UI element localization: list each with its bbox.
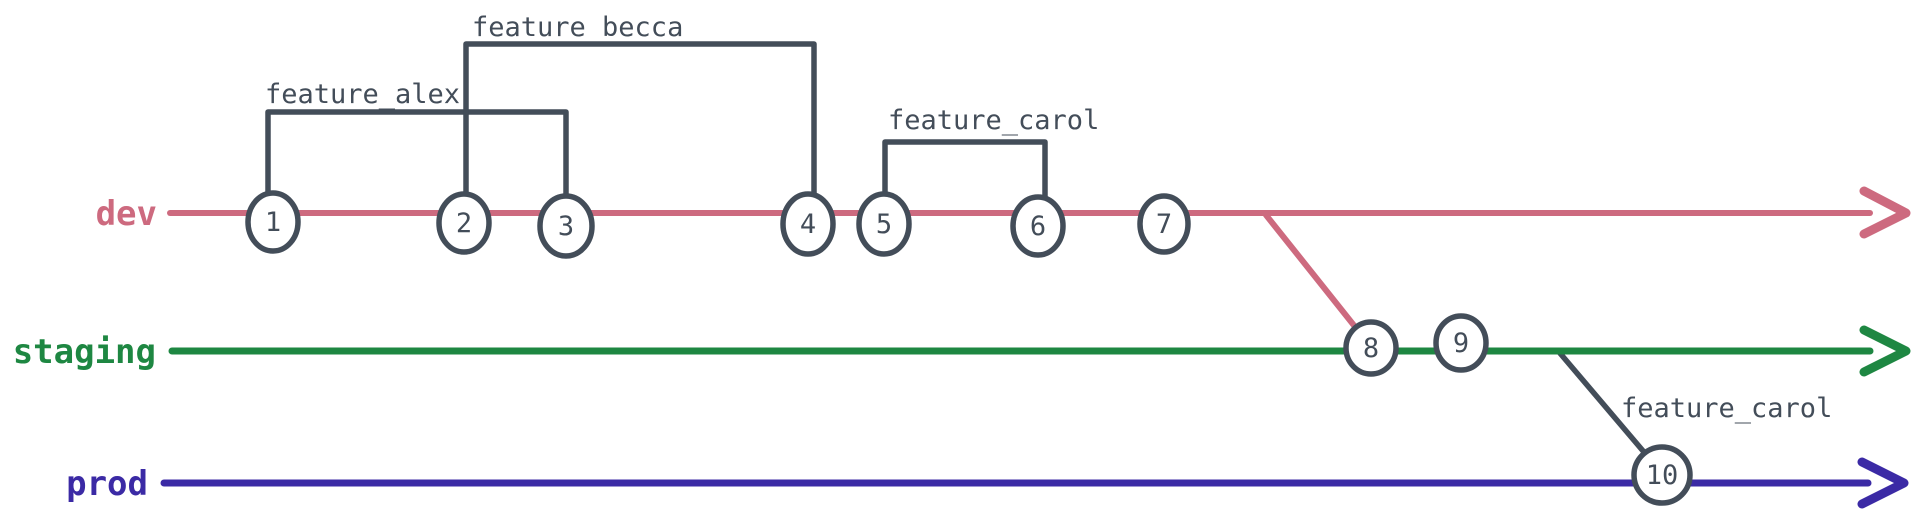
commit-number: 9: [1453, 328, 1469, 359]
feature-branches: [265, 41, 1658, 468]
commit-node-6: 6: [1010, 194, 1066, 258]
commit-number: 5: [876, 209, 892, 240]
feature-labels: feature_alex feature_becca feature_carol…: [265, 12, 1832, 424]
commit-number: 1: [265, 207, 281, 238]
feature-carol-label: feature_carol: [888, 105, 1099, 136]
commit-node-2: 2: [436, 191, 492, 255]
commit-circle: [1433, 313, 1489, 373]
dev-branch-label: dev: [96, 194, 157, 234]
staging-arrowhead-icon: [1859, 325, 1911, 377]
commit-node-10: 10: [1631, 444, 1693, 506]
commit-number: 4: [800, 209, 816, 240]
commit-nodes: 1 2 3 4 5 6 7: [245, 190, 1693, 506]
commit-number: 2: [456, 208, 472, 239]
commit-node-5: 5: [856, 191, 912, 257]
commit-number: 3: [558, 211, 574, 242]
commit-circle: [537, 193, 595, 259]
commit-node-7: 7: [1137, 193, 1191, 255]
feature-becca-label: feature_becca: [472, 12, 683, 43]
commit-circle: [1010, 194, 1066, 258]
feature-carol-bracket: [882, 139, 1048, 204]
commit-number: 7: [1156, 209, 1172, 240]
commit-circle: [245, 190, 301, 254]
staging-branch-label: staging: [13, 332, 156, 372]
feature-carol-release-label: feature_carol: [1621, 393, 1832, 424]
prod-arrowhead-icon: [1857, 457, 1909, 509]
commit-number: 8: [1363, 333, 1379, 364]
dev-arrowhead-icon: [1859, 186, 1911, 239]
commit-circle: [856, 191, 912, 257]
prod-branch-label: prod: [66, 464, 148, 504]
dev-to-staging-merge-line: [1263, 212, 1367, 341]
branch-labels: dev staging prod: [13, 194, 157, 504]
commit-node-8: 8: [1343, 319, 1399, 377]
commit-circle: [1137, 193, 1191, 255]
commit-number: 6: [1030, 211, 1046, 242]
commit-number: 10: [1646, 460, 1679, 491]
commit-node-9: 9: [1433, 313, 1489, 373]
feature-carol-release-line: [1556, 349, 1658, 468]
commit-circle: [436, 191, 492, 255]
commit-node-3: 3: [537, 193, 595, 259]
commit-circle: [780, 191, 836, 257]
commit-circle: [1343, 319, 1399, 377]
commit-node-4: 4: [780, 191, 836, 257]
feature-alex-label: feature_alex: [265, 79, 460, 110]
commit-node-1: 1: [245, 190, 301, 254]
commit-circle: [1631, 444, 1693, 506]
feature-alex-bracket: [265, 109, 569, 204]
feature-becca-bracket: [463, 41, 817, 202]
